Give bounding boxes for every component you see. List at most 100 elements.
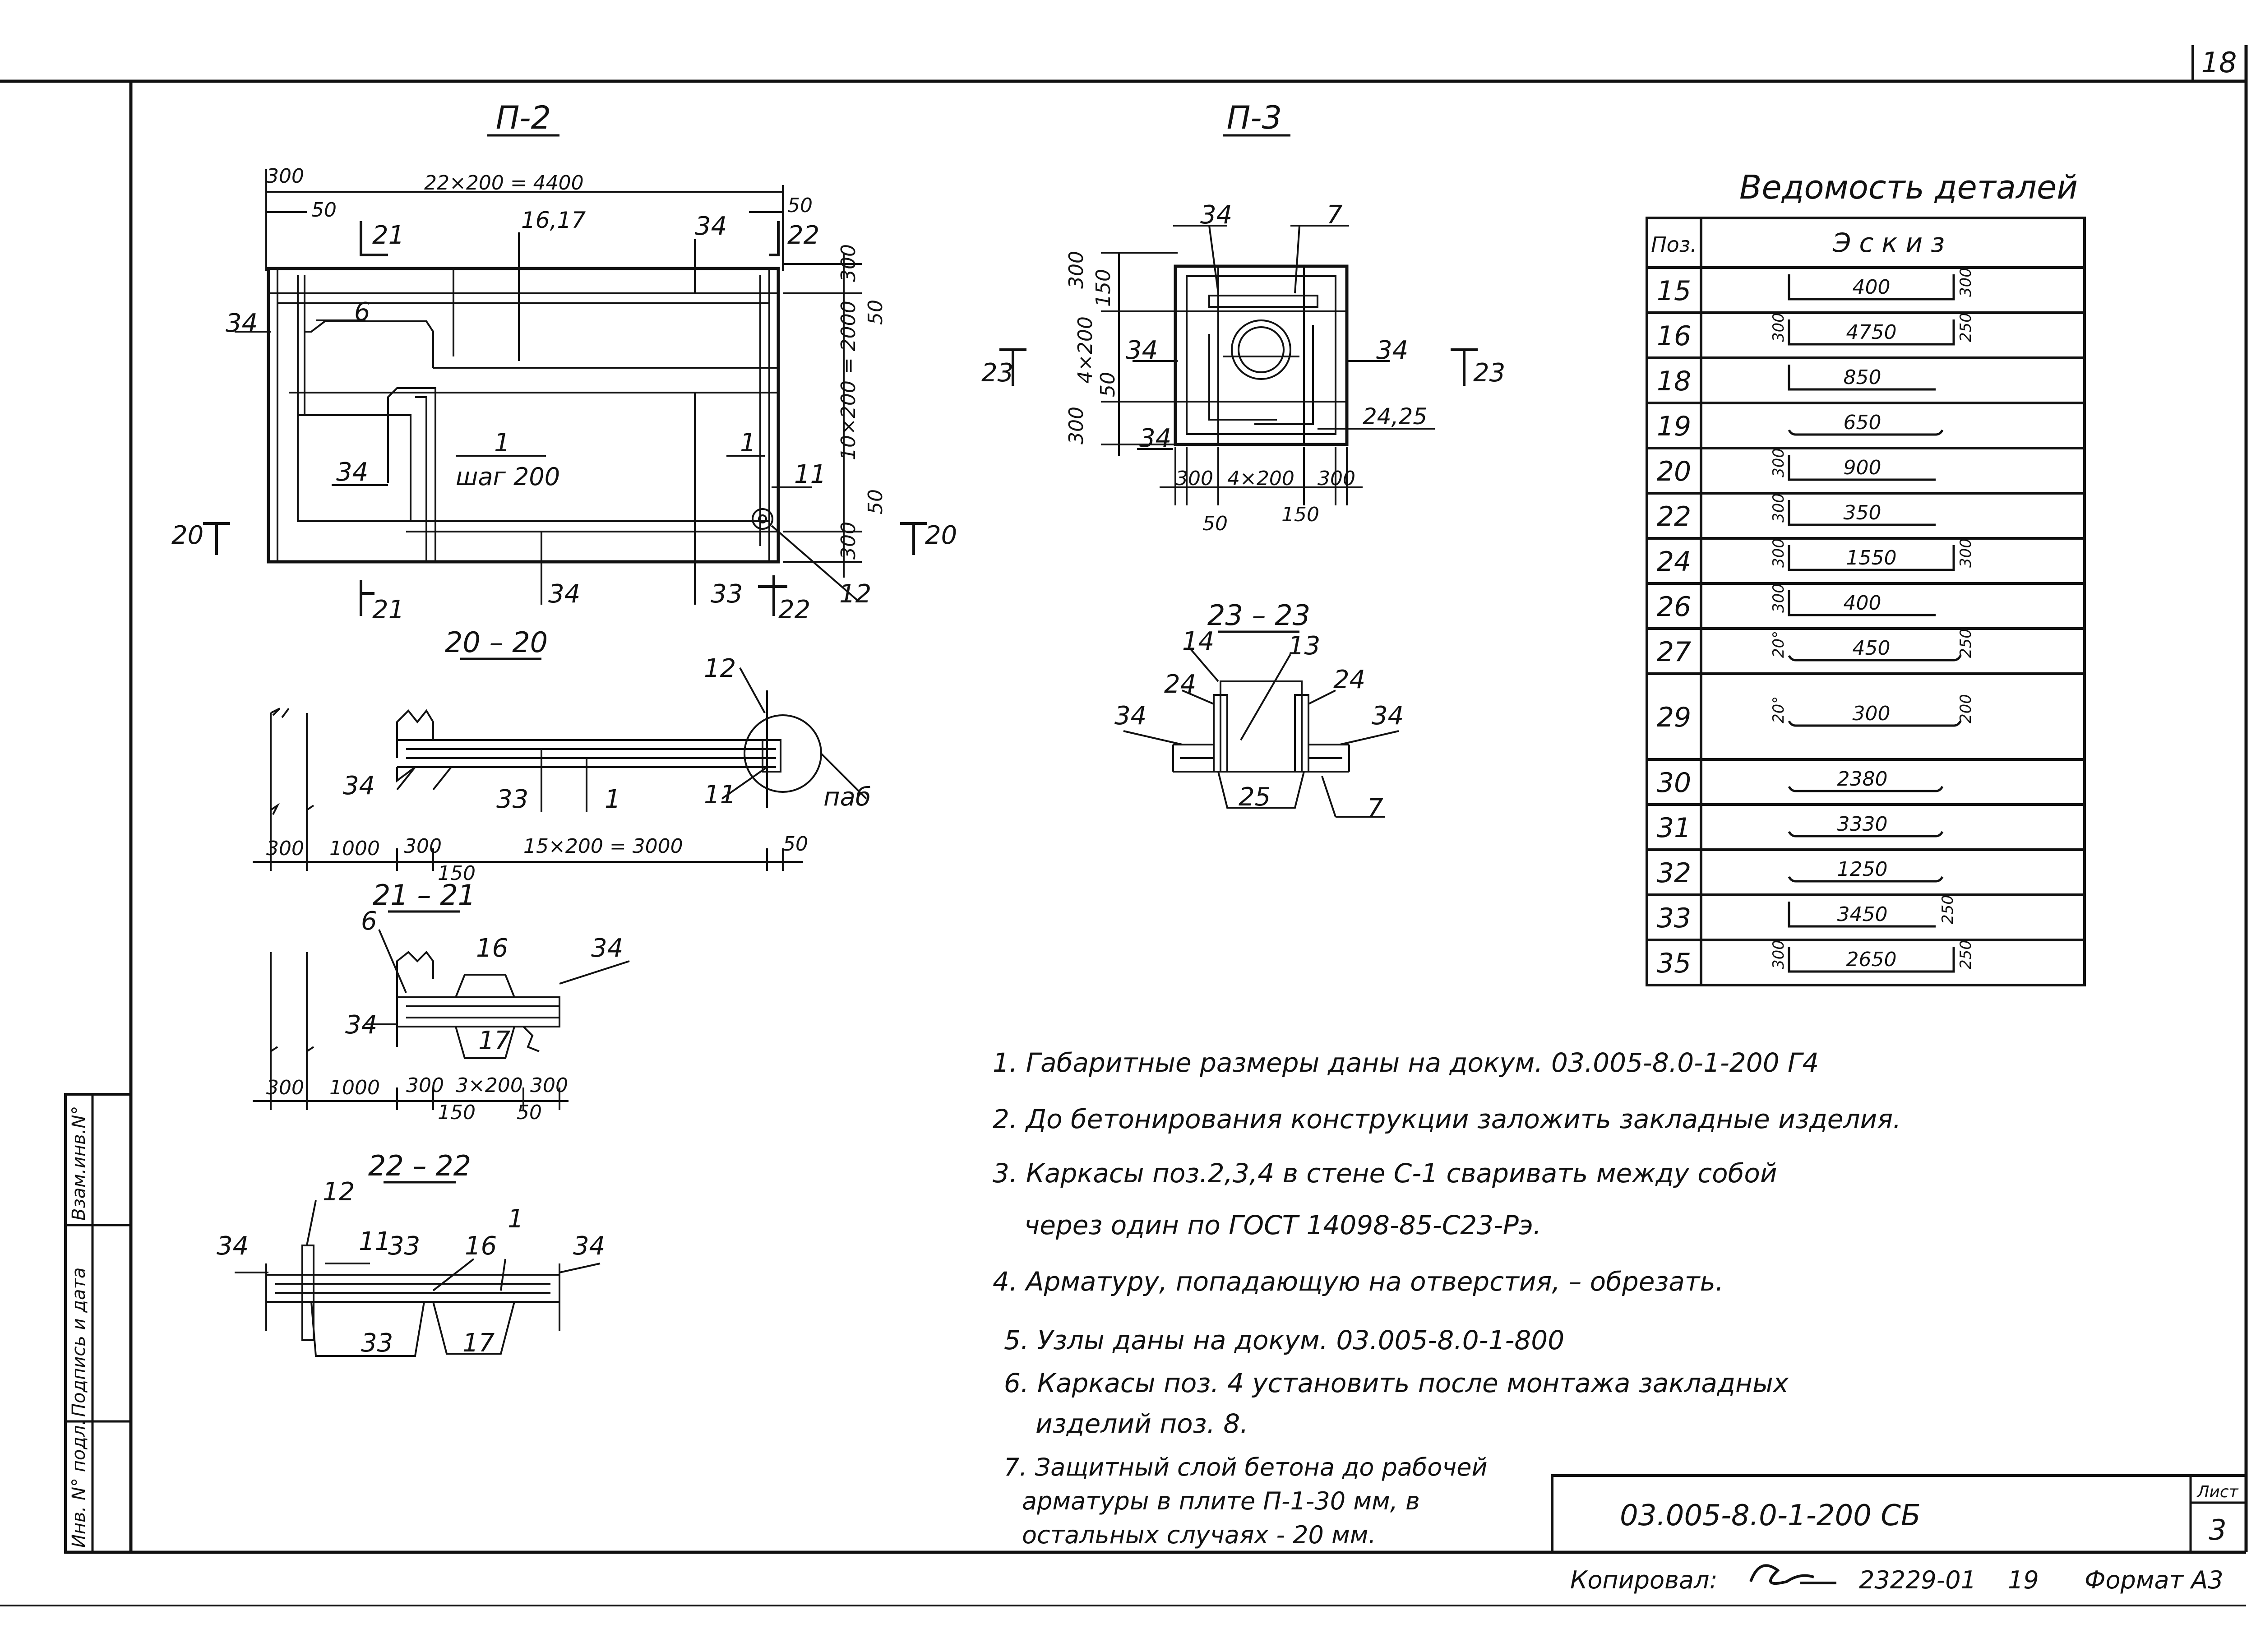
- schedule-pos: 27: [1657, 636, 1691, 668]
- svg-text:300: 300: [837, 522, 860, 560]
- schedule-dim: 3450: [1837, 903, 1888, 926]
- schedule-pos: 19: [1657, 411, 1691, 442]
- s23-title: 23 – 23: [1207, 599, 1310, 632]
- page-number-box: 18: [2191, 45, 2237, 81]
- svg-text:34: 34: [226, 309, 258, 338]
- order-suffix: 19: [2008, 1566, 2039, 1594]
- svg-text:20: 20: [925, 521, 957, 550]
- schedule-sketch: [1788, 429, 1944, 436]
- svg-text:25: 25: [1239, 782, 1271, 812]
- svg-text:22: 22: [787, 221, 819, 250]
- schedule-pos: 18: [1657, 366, 1691, 397]
- schedule-pos: 26: [1657, 591, 1691, 623]
- schedule-dim: 300: [1770, 940, 1788, 969]
- section-21-21: 21 – 21 6 16 34 34: [253, 879, 630, 1124]
- svg-text:150: 150: [438, 1101, 476, 1124]
- schedule-dim: 2380: [1837, 768, 1888, 791]
- schedule-sketch: [1788, 545, 1955, 571]
- section-22-22: 22 – 22 12 34 11 33 16 1 34 33 17: [217, 1149, 605, 1358]
- schedule-dim: 300: [1770, 583, 1788, 613]
- schedule-dim: 4750: [1846, 321, 1897, 344]
- schedule-sketch: [1788, 365, 1936, 391]
- schedule-sketch: [1788, 655, 1962, 662]
- schedule-dim: 400: [1853, 276, 1891, 299]
- svg-text:50: 50: [787, 194, 813, 217]
- svg-text:150: 150: [438, 862, 476, 885]
- svg-text:23: 23: [981, 358, 1013, 388]
- svg-text:300: 300: [404, 835, 442, 858]
- list-label: Лист: [2196, 1483, 2238, 1501]
- s20-title: 20 – 20: [445, 626, 548, 659]
- schedule-dim: 250: [1957, 940, 1975, 969]
- svg-text:22: 22: [778, 595, 810, 625]
- svg-text:150: 150: [1281, 503, 1319, 526]
- svg-text:14: 14: [1182, 627, 1214, 656]
- schedule-dim: 450: [1853, 637, 1891, 660]
- p3-labels: 34 7 300 150 4×200 50 23 23 34 34 24,25 …: [981, 200, 1505, 535]
- schedule-dim: 350: [1844, 501, 1882, 524]
- svg-text:6: 6: [361, 907, 377, 936]
- view-p2-title: П-2: [496, 99, 551, 136]
- svg-text:300: 300: [1318, 467, 1355, 490]
- svg-text:24: 24: [1333, 665, 1365, 694]
- svg-text:20: 20: [171, 521, 203, 550]
- schedule-dim: 20°: [1770, 696, 1788, 723]
- s21-title: 21 – 21: [373, 879, 476, 912]
- svg-text:21: 21: [372, 221, 404, 250]
- svg-text:34: 34: [591, 934, 623, 963]
- margin-label-sign: Подпись и дата: [69, 1268, 89, 1417]
- svg-text:300: 300: [266, 1076, 304, 1099]
- svg-text:12: 12: [704, 654, 736, 683]
- schedule-dim: 300: [1770, 538, 1788, 568]
- s23-labels: 14 13 24 24 34 34 25 7: [1114, 627, 1404, 823]
- copier-signature: [1749, 1564, 1836, 1585]
- svg-text:50: 50: [311, 199, 337, 222]
- svg-text:24,25: 24,25: [1363, 403, 1427, 430]
- schedule-dim: 300: [1770, 313, 1788, 342]
- svg-text:11: 11: [704, 780, 736, 810]
- note-line: 7. Защитный слой бетона до рабочей: [1004, 1453, 1488, 1481]
- svg-text:34: 34: [1372, 701, 1404, 731]
- schedule-dim: 850: [1844, 366, 1882, 389]
- note-line: арматуры в плите П-1-30 мм, в: [1022, 1487, 1420, 1515]
- notes: 1. Габаритные размеры даны на докум. 03.…: [993, 1047, 1901, 1549]
- svg-text:паб: паб: [823, 782, 871, 812]
- svg-text:34: 34: [1139, 424, 1171, 453]
- schedule-dim: 2650: [1846, 948, 1897, 971]
- svg-text:34: 34: [1200, 200, 1232, 230]
- schedule-dim: 20°: [1770, 631, 1788, 658]
- note-line: 2. До бетонирования конструкции заложить…: [993, 1104, 1901, 1134]
- schedule-header-pos: Поз.: [1651, 232, 1697, 257]
- p2-labels: 300 50 22×200 = 4400 50 21 22 16,17 34 3…: [171, 165, 957, 625]
- svg-text:17: 17: [462, 1328, 495, 1358]
- svg-text:24: 24: [1164, 670, 1196, 699]
- schedule-dim: 300: [1770, 448, 1788, 477]
- schedule-dim: 200: [1957, 694, 1975, 723]
- page-number: 18: [2201, 46, 2237, 79]
- schedule-dim: 250: [1957, 629, 1975, 658]
- schedule-sketch: [1788, 274, 1955, 301]
- svg-text:300: 300: [266, 165, 304, 188]
- svg-text:1: 1: [740, 428, 756, 458]
- svg-text:17: 17: [478, 1026, 511, 1055]
- view-p3-title: П-3: [1227, 99, 1282, 136]
- svg-text:34: 34: [345, 1010, 377, 1040]
- svg-text:22×200 = 4400: 22×200 = 4400: [424, 171, 584, 194]
- schedule-dim: 300: [1957, 268, 1975, 297]
- svg-text:21: 21: [372, 595, 404, 625]
- schedule-pos: 31: [1657, 812, 1691, 844]
- svg-text:300: 300: [1065, 251, 1088, 289]
- section-23-23: 23 – 23 14 13 24 24 34: [1114, 599, 1404, 823]
- schedule-pos: 32: [1657, 857, 1691, 889]
- svg-text:34: 34: [695, 212, 727, 241]
- schedule-pos: 16: [1657, 320, 1691, 352]
- svg-text:50: 50: [517, 1101, 542, 1124]
- schedule-dim: 900: [1844, 456, 1882, 479]
- svg-text:50: 50: [864, 300, 887, 325]
- order-code: 23229-01: [1859, 1566, 1976, 1594]
- svg-text:33: 33: [496, 785, 528, 814]
- svg-text:16: 16: [476, 934, 508, 963]
- s22-labels: 12 34 11 33 16 1 34 33 17: [217, 1177, 605, 1358]
- schedule-pos: 15: [1657, 275, 1691, 307]
- schedule-sketch: [1788, 319, 1955, 346]
